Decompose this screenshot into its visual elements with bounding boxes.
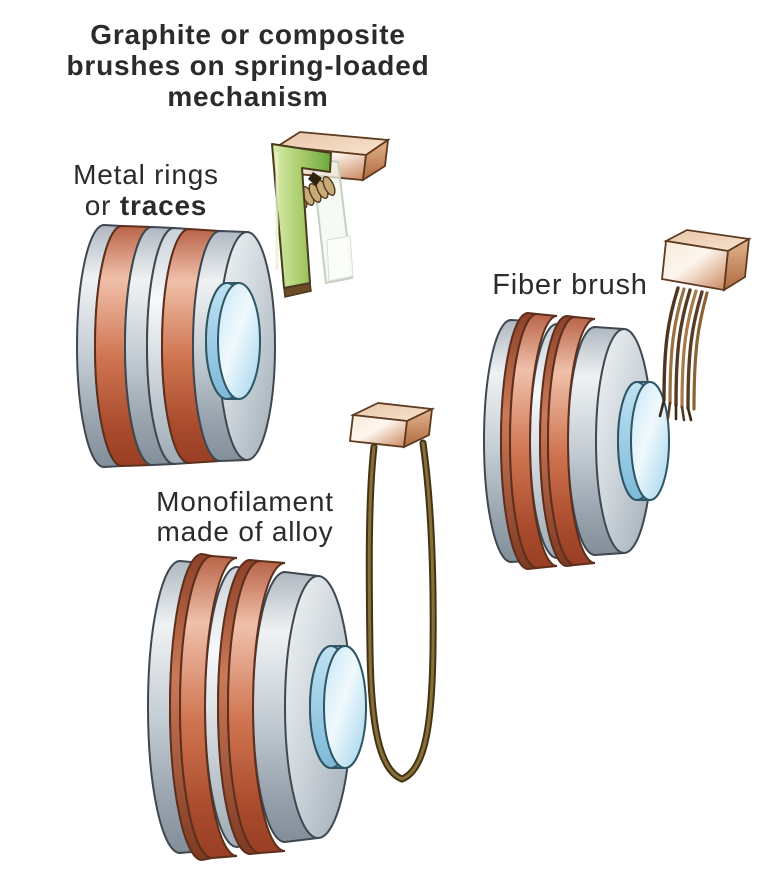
slip-ring-drum-monofilament — [147, 552, 367, 862]
page-title: Graphite or composite brushes on spring-… — [28, 19, 468, 112]
slip-ring-drum-fiber — [483, 311, 670, 571]
shaft-cap — [309, 645, 367, 769]
brush-terminal-block — [661, 229, 752, 292]
raised-ring-copper — [547, 315, 596, 567]
slip-ring-drum-traces — [76, 223, 276, 469]
raised-ring-copper — [509, 312, 558, 570]
monofilament-assembly — [349, 402, 437, 783]
label-fiber-brush: Fiber brush — [460, 270, 680, 301]
spring-anchor-clip — [308, 172, 322, 186]
label-monofilament: Monofilament made of alloy — [125, 487, 365, 547]
fiber-brush-text: Fiber brush — [492, 269, 648, 301]
shaft-cap — [205, 282, 261, 400]
metal-rings-traces: traces — [119, 190, 208, 221]
monofilament-line-2: made of alloy — [156, 516, 334, 547]
fiber-strands — [658, 286, 709, 422]
label-metal-rings: Metal rings or traces — [36, 159, 256, 221]
shaft-cap — [617, 381, 670, 501]
brush-terminal-block — [349, 402, 436, 449]
metal-rings-or: or — [84, 190, 120, 221]
title-line-1: Graphite or composite — [90, 19, 406, 50]
title-line-3: mechanism — [167, 81, 329, 112]
metal-rings-line-1: Metal rings — [73, 159, 219, 190]
metal-rings-line-2: or traces — [36, 190, 256, 221]
spring-brush-assembly — [271, 131, 391, 298]
monofilament-wire-loop — [365, 439, 437, 783]
raised-ring-copper — [179, 554, 238, 860]
title-line-2: brushes on spring-loaded — [66, 50, 430, 81]
fiber-brush-assembly — [658, 229, 752, 422]
graphite-brush-arm-green — [271, 143, 332, 298]
monofilament-line-1: Monofilament — [156, 486, 334, 517]
raised-ring-copper — [227, 559, 286, 855]
